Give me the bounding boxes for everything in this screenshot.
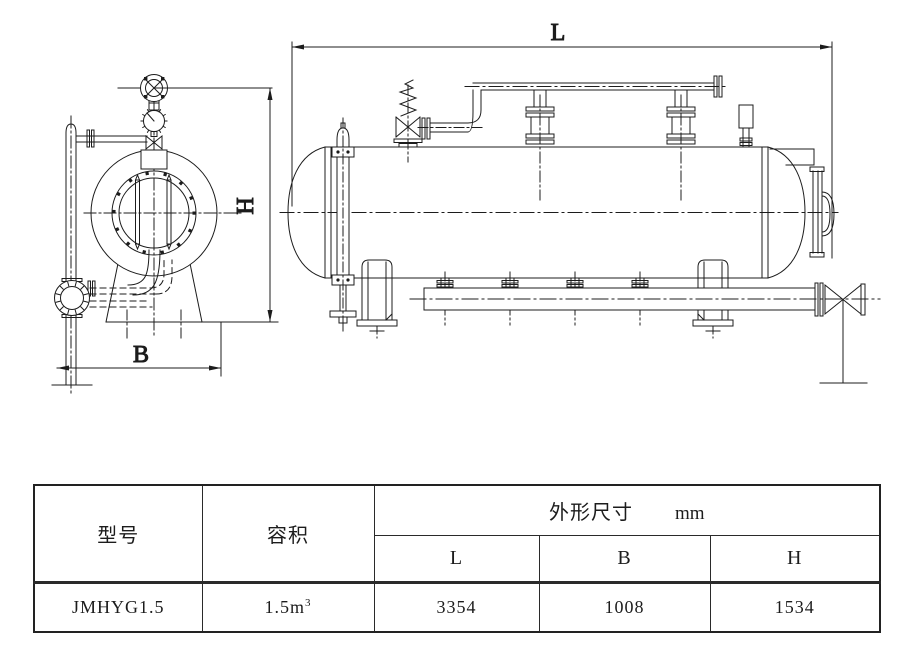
instrument: [738, 104, 754, 148]
volume-exponent: 3: [305, 597, 312, 609]
header-model: 型号: [33, 484, 203, 583]
dim-label-h: H: [233, 197, 259, 214]
spec-table-grid: 型号 容积 外形尺寸 mm L B H JMHYG1.5 1.5m3 3354: [33, 484, 882, 633]
header-sub-l: L: [373, 535, 540, 583]
header-dimensions: 外形尺寸 mm: [373, 484, 881, 536]
spec-table: 型号 容积 外形尺寸 mm L B H JMHYG1.5 1.5m3 3354: [33, 484, 882, 633]
right-head: [767, 146, 806, 279]
gauge-rim-ticks: [140, 107, 168, 135]
cell-volume: 1.5m3: [201, 581, 375, 633]
gauge-needle: [146, 112, 155, 122]
drain-valve-icon: [819, 283, 868, 384]
vessel-shell: [279, 146, 839, 279]
cell-model: JMHYG1.5: [33, 581, 203, 633]
header-model-label: 型号: [97, 525, 140, 547]
top-nozzle-box: [140, 149, 168, 170]
side-saddle-left: [356, 259, 398, 339]
dimension-l: L: [291, 20, 833, 259]
safety-valve: [393, 79, 483, 163]
level-gauge: [329, 117, 357, 334]
dim-label-b: B: [133, 342, 149, 368]
drain-elbow: [127, 249, 161, 296]
end-view: [51, 74, 279, 397]
header-sub-h: H: [709, 535, 881, 583]
end-cover: [809, 166, 835, 258]
standpipe: [65, 115, 148, 397]
flange-bolt-ticks: [55, 281, 89, 315]
header-sub-b: B: [538, 535, 711, 583]
header-volume: 容积: [201, 484, 375, 583]
cell-b: 1008: [538, 581, 711, 633]
hidden-piping: [89, 257, 173, 308]
top-nozzle-1: [525, 89, 555, 201]
side-view: [279, 75, 881, 384]
right-head-nozzle: [769, 148, 815, 166]
internal-rods: [134, 173, 172, 251]
table-row: JMHYG1.5 1.5m3 3354 1008 1534: [33, 581, 881, 633]
cover-handle: [821, 191, 835, 237]
outlet-flange: [54, 278, 90, 318]
bottom-header-pipe: [409, 282, 881, 317]
technical-drawing: H B: [51, 20, 881, 397]
dim-label-l: L: [551, 20, 566, 46]
header-dimensions-label: 外形尺寸: [548, 502, 633, 524]
header-volume-label: 容积: [267, 525, 309, 547]
cell-h: 1534: [709, 581, 881, 633]
cell-l: 3354: [373, 581, 540, 633]
dimension-b: B: [56, 321, 222, 377]
top-nozzle-2: [666, 89, 696, 201]
manhole-flange: [111, 170, 197, 256]
manhole-bolts: [112, 171, 196, 255]
gauge-stack: [117, 74, 168, 170]
header-unit-label: mm: [674, 503, 705, 524]
dimension-h: H: [153, 87, 273, 323]
